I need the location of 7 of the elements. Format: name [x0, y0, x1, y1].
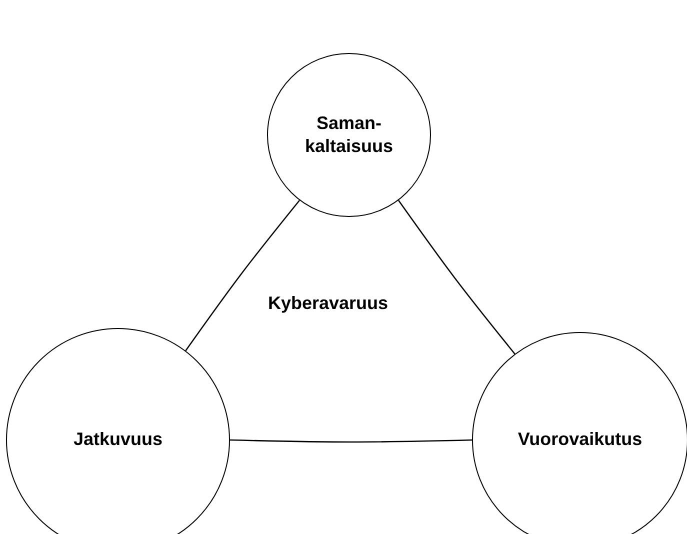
node-label: Saman- kaltaisuus — [304, 112, 394, 158]
connector-line — [185, 200, 300, 352]
node-label: Vuorovaikutus — [516, 428, 644, 452]
area-label: Kyberavaruus — [268, 293, 388, 314]
connector-line — [230, 439, 472, 443]
node-label: Jatkuvuus — [72, 428, 164, 452]
connector-line — [398, 200, 516, 354]
